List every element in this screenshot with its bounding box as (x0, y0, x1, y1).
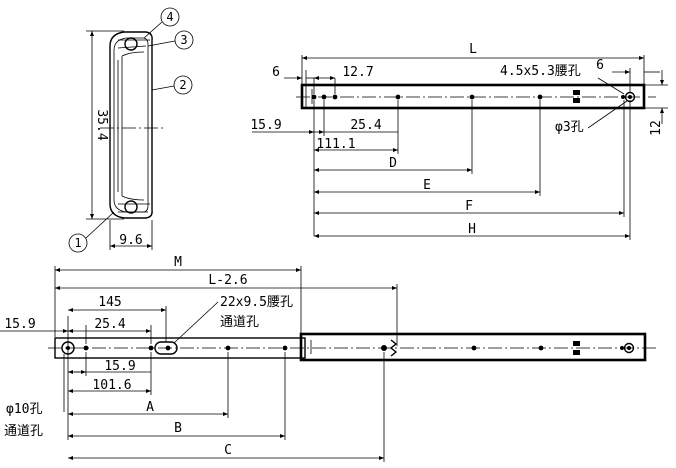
svg-text:2: 2 (179, 78, 186, 92)
bottom-hole (165, 345, 171, 351)
bottom-ball (124, 200, 138, 214)
bottom-hole (282, 345, 288, 351)
bottom-slot-pos-label: 145 (98, 295, 121, 310)
bottom-dim-a: A (146, 400, 154, 415)
top-dim-f: F (465, 199, 473, 214)
bottom-round-hole-label-1: φ10孔 (6, 402, 42, 417)
top-height-label: 12 (649, 120, 664, 136)
bottom-hole-offset-label: 15.9 (104, 359, 135, 374)
top-hole (321, 94, 327, 100)
top-hole (395, 94, 401, 100)
section-height-label: 35.4 (94, 109, 109, 140)
svg-text:1: 1 (74, 236, 81, 250)
bottom-square-slot (573, 341, 580, 346)
top-dim-e: E (423, 178, 431, 193)
top-pitch-label: 12.7 (342, 65, 373, 80)
bottom-rail-view: M L-2.6 145 22x9.5腰孔 通道孔 15.9 25.4 15.9 … (0, 255, 658, 462)
bottom-hole-spacing-label: 25.4 (94, 317, 125, 332)
bottom-overall-label: M (174, 255, 182, 270)
bottom-dim-b: B (174, 421, 182, 436)
bottom-left-ref-label: 15.9 (4, 317, 35, 332)
top-rail-body (300, 83, 646, 110)
top-hole-spacing-label: 25.4 (350, 118, 381, 133)
bottom-hole (148, 345, 154, 351)
top-hole (332, 94, 338, 100)
bottom-hole (225, 345, 231, 351)
svg-text:4: 4 (166, 10, 173, 24)
bottom-hole (471, 345, 477, 351)
svg-text:3: 3 (180, 33, 187, 47)
top-dim-h: H (468, 222, 476, 237)
top-start-offset-label: 6 (272, 65, 280, 80)
top-hole (469, 94, 475, 100)
bottom-dim-c: C (224, 443, 232, 458)
balloon-1 (68, 233, 88, 253)
bottom-round-hole-label-2: 通道孔 (4, 424, 43, 439)
profile-inner (113, 37, 149, 213)
top-hole (311, 94, 317, 100)
balloon-4 (160, 7, 180, 27)
top-first-hole-label: 111.1 (316, 137, 355, 152)
bottom-slot-label-1: 22x9.5腰孔 (220, 295, 293, 310)
bottom-outer-rail (299, 332, 647, 362)
top-hole (537, 94, 543, 100)
bottom-first-hole-label: 101.6 (92, 378, 131, 393)
top-square-slot (573, 90, 580, 95)
top-square-slot (573, 98, 580, 103)
section-width-label: 9.6 (119, 233, 142, 248)
balloon-2 (173, 75, 193, 95)
top-end-offset-label: 6 (596, 58, 604, 73)
bottom-hole (538, 345, 544, 351)
top-length-label: L (469, 42, 477, 57)
bottom-length-label: L-2.6 (208, 273, 247, 288)
balloon-3 (174, 30, 194, 50)
top-slot-label: 4.5x5.3腰孔 (500, 64, 581, 79)
top-ball (124, 37, 138, 51)
profile-outer (109, 31, 153, 219)
inner-rail (117, 51, 145, 201)
section-view: 35.4 9.6 4 3 2 1 (68, 7, 194, 253)
top-rail-view: L 6 12.7 4.5x5.3腰孔 6 12 φ3孔 15.9 (250, 42, 668, 240)
bottom-hole (83, 345, 89, 351)
bottom-slot-label-2: 通道孔 (220, 315, 259, 330)
bottom-square-slot (573, 350, 580, 355)
top-round-hole-label: φ3孔 (555, 120, 584, 135)
top-dim-d: D (389, 156, 397, 171)
bottom-hole (381, 345, 387, 351)
top-left-ref-label: 15.9 (250, 118, 281, 133)
